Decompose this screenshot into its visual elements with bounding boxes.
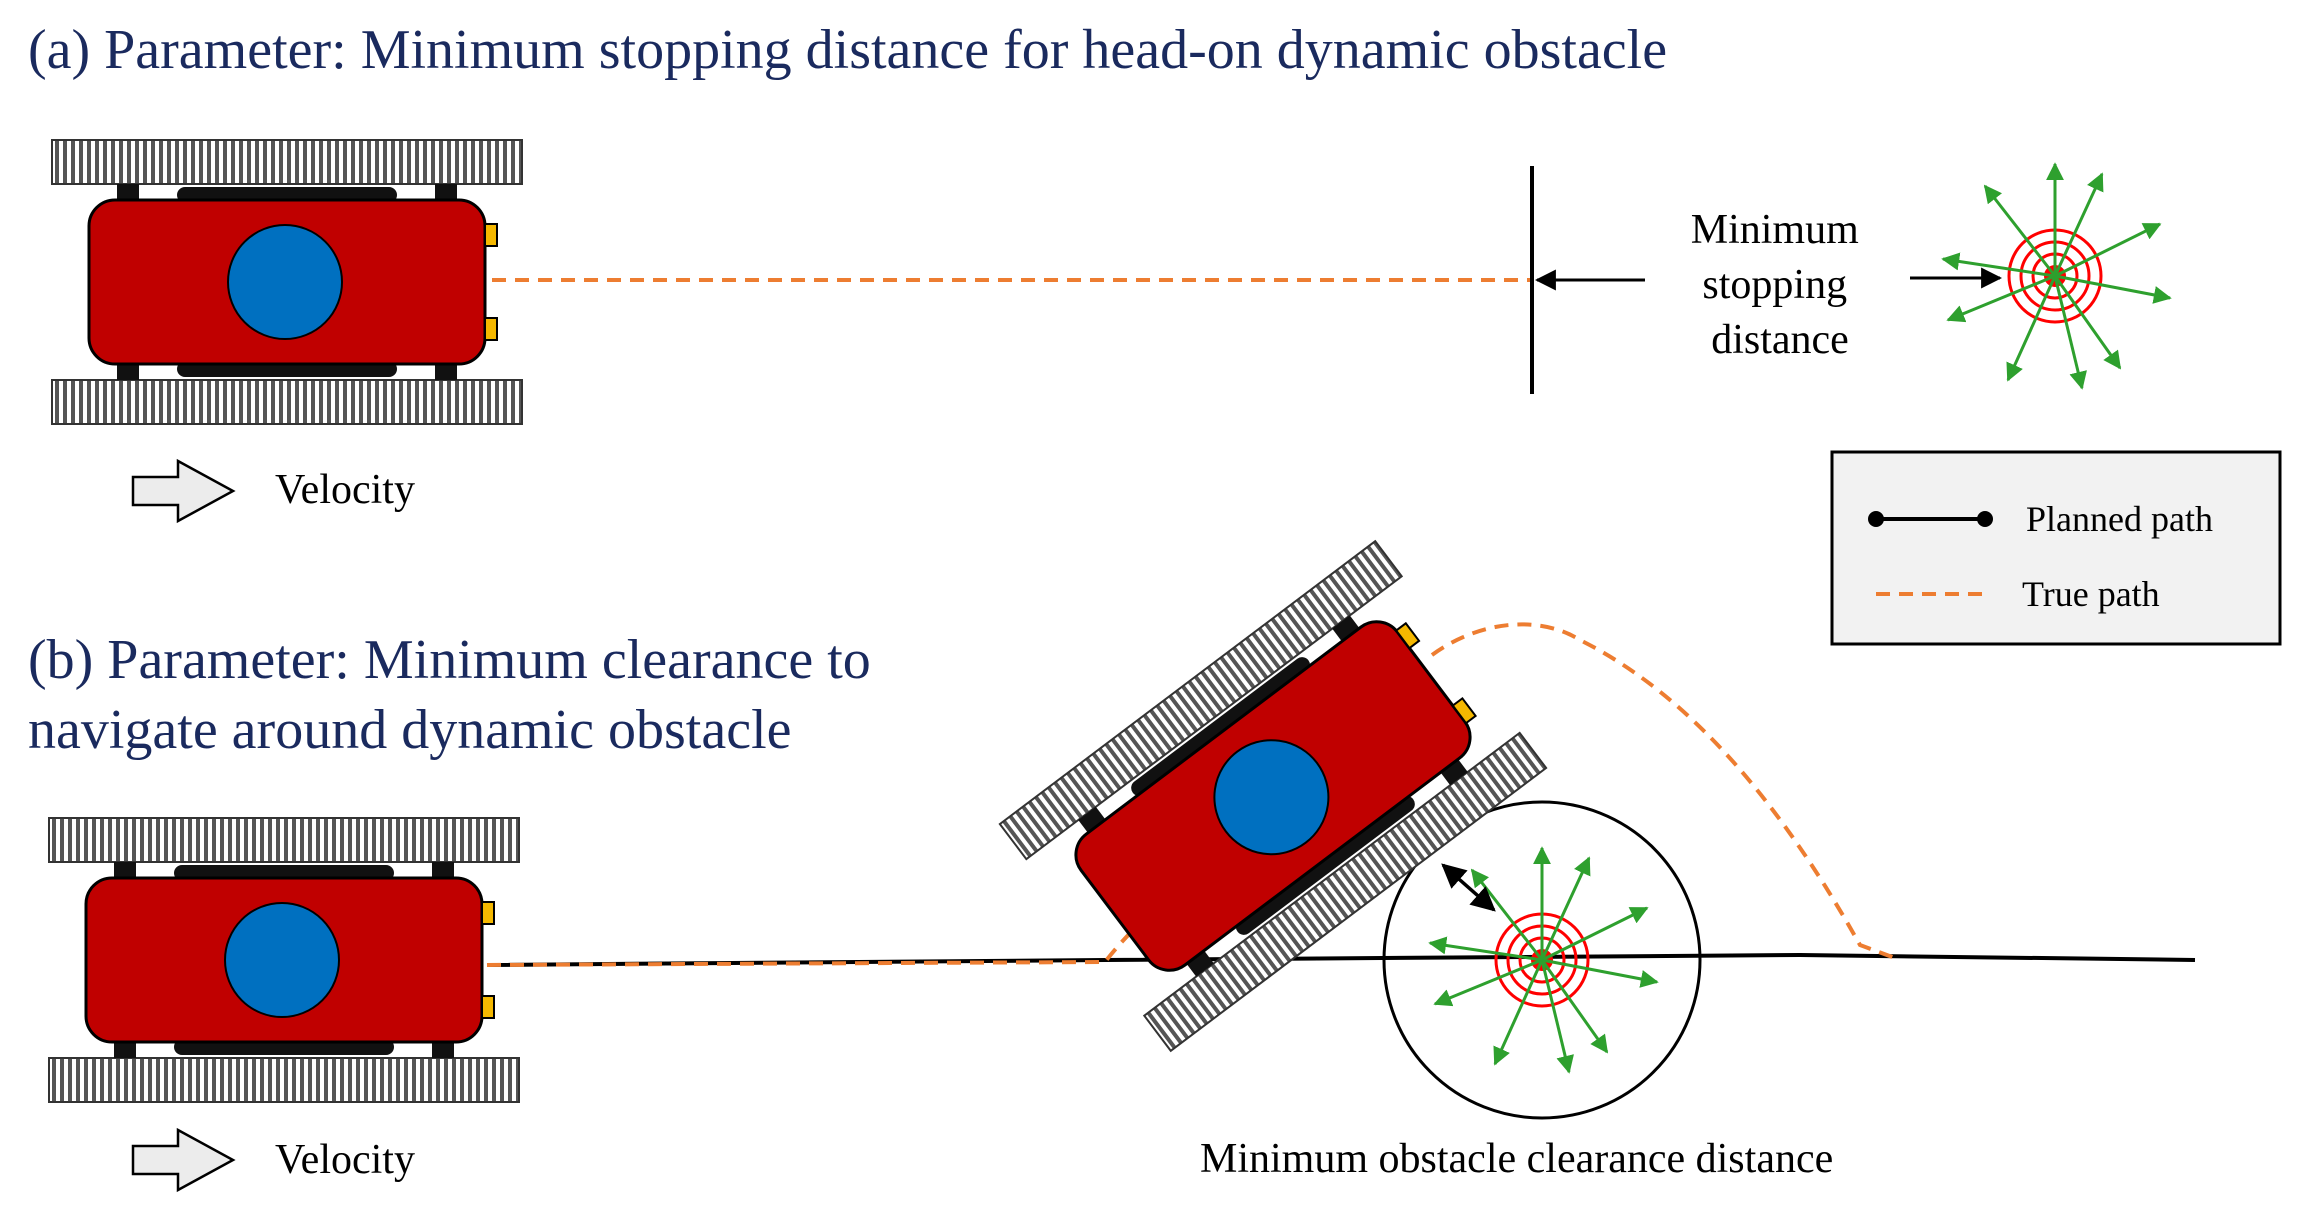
velocity-arrow-b: [131, 1128, 235, 1192]
robot-a: [50, 138, 524, 426]
dynamic-obstacle-a: [1943, 164, 2170, 388]
robot-b-start: [47, 816, 521, 1104]
velocity-label-b: Velocity: [275, 1137, 415, 1183]
true-path-b: [486, 622, 1896, 967]
robot-b-turning: [998, 539, 1548, 1053]
velocity-arrow-a: [131, 459, 235, 523]
clearance-circle: [1382, 800, 1702, 1120]
legend-box: Planned path True path: [1830, 450, 2282, 646]
stopping-distance-label: Minimum stopping distance: [1691, 207, 1870, 363]
clearance-distance-label: Minimum obstacle clearance distance: [1200, 1136, 1833, 1182]
legend-true-label: True path: [2022, 574, 2160, 614]
panel-b-title: (b) Parameter: Minimum clearance to navi…: [28, 629, 885, 761]
legend-planned-label: Planned path: [2026, 499, 2213, 539]
velocity-label-a: Velocity: [275, 467, 415, 513]
clearance-distance-arrow: [1441, 863, 1496, 912]
panel-a-title: (a) Parameter: Minimum stopping distance…: [28, 19, 1667, 81]
